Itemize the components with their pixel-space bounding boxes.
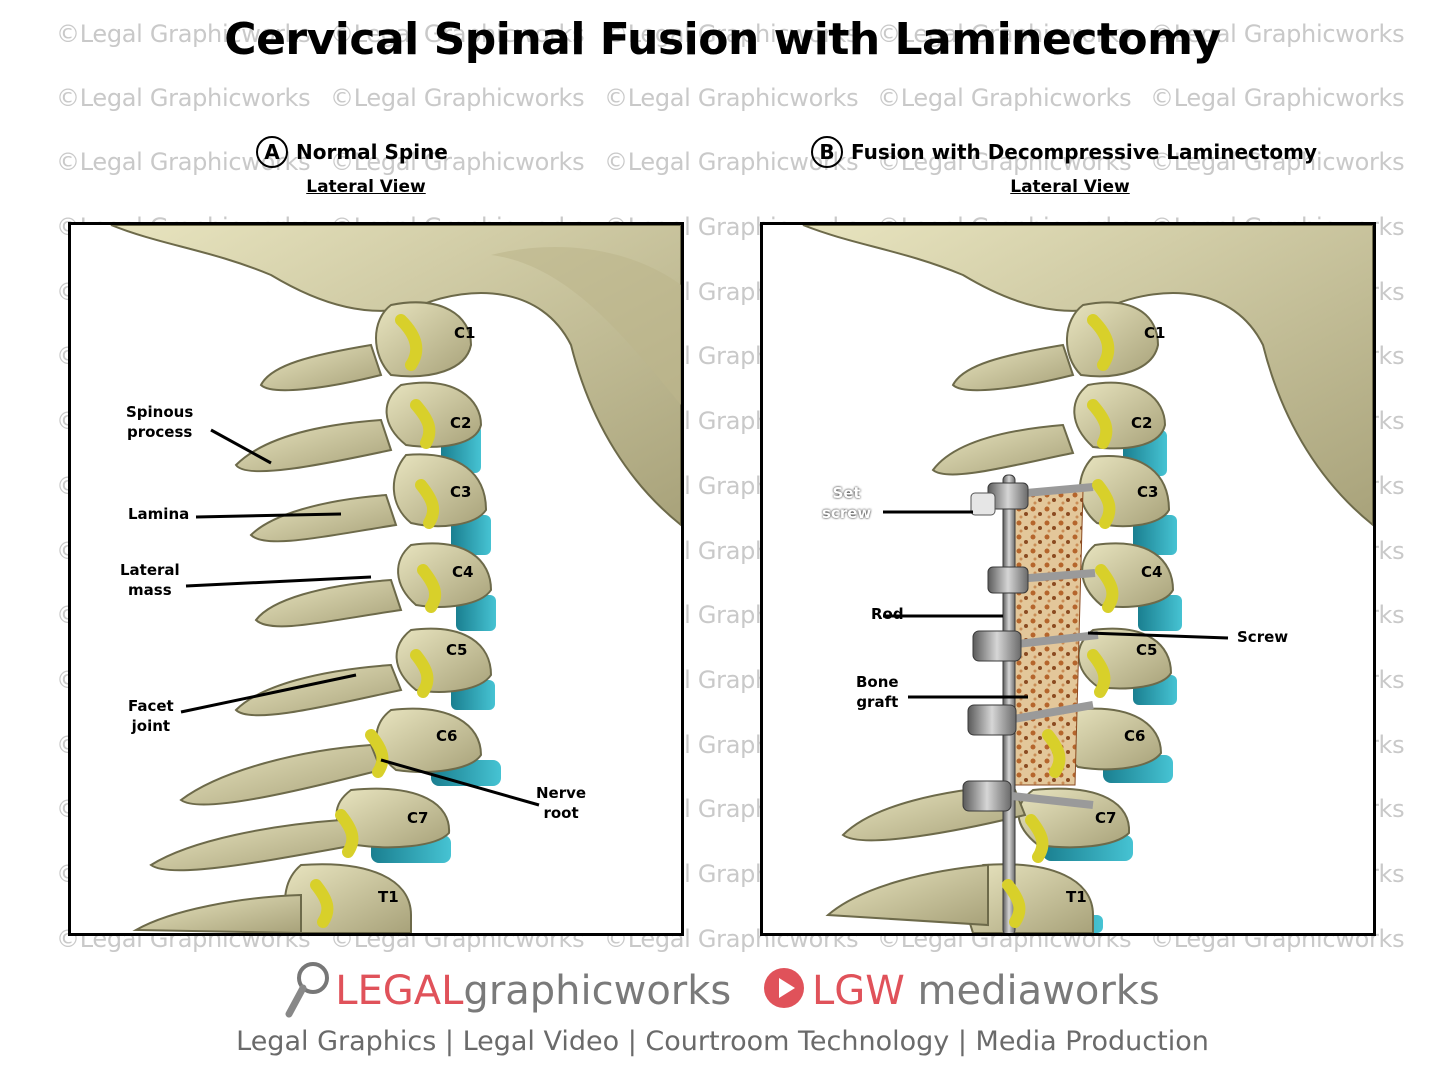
vertebra-label-t1: T1: [378, 888, 399, 906]
panel-b-letter-badge: B: [811, 136, 843, 168]
panel-a-title: Normal Spine: [296, 140, 448, 164]
label-bone-graft: Bone graft: [856, 673, 899, 711]
brand-lgw: LGW: [811, 968, 905, 1014]
vertebra-label-c6-b: C6: [1124, 727, 1146, 745]
watermark-text: ©Legal Graphicworks: [877, 84, 1132, 112]
vertebra-label-c7-b: C7: [1095, 809, 1117, 827]
vertebra-label-c2: C2: [450, 414, 472, 432]
panel-b-heading: B Fusion with Decompressive Laminectomy: [811, 136, 1317, 168]
vertebra-label-c3: C3: [450, 483, 472, 501]
panel-a-letter-badge: A: [256, 136, 288, 168]
tagline: Legal Graphics | Legal Video | Courtroom…: [236, 1026, 1209, 1057]
spine-illustration-fusion: [802, 225, 1373, 933]
brand-graphicworks: graphicworks: [463, 968, 732, 1014]
vertebra-label-c4-b: C4: [1141, 563, 1163, 581]
vertebra-label-c6: C6: [436, 727, 458, 745]
vertebra-label-c5-b: C5: [1136, 641, 1158, 659]
brand-legal: LEGAL: [335, 968, 464, 1014]
panel-b-fusion-spine: [760, 222, 1376, 936]
play-icon: [763, 968, 804, 1008]
watermark-text: ©Legal Graphicworks: [1150, 84, 1405, 112]
label-lamina: Lamina: [128, 505, 190, 523]
watermark-text: ©Legal Graphicworks: [330, 84, 585, 112]
panel-a-heading: A Normal Spine: [256, 136, 448, 168]
label-nerve-root: Nerve root: [536, 784, 587, 822]
label-spinous-process: Spinous process: [126, 403, 194, 441]
spine-illustration-normal: [110, 225, 681, 933]
vertebra-label-t1-b: T1: [1066, 888, 1087, 906]
label-facet-joint: Facet joint: [128, 697, 174, 735]
vertebra-label-c4: C4: [452, 563, 474, 581]
page-title: Cervical Spinal Fusion with Laminectomy: [224, 14, 1221, 65]
vertebra-label-c5: C5: [446, 641, 468, 659]
vertebra-label-c1: C1: [454, 324, 476, 342]
vertebra-label-c2-b: C2: [1131, 414, 1153, 432]
brand-logo-row: LEGALgraphicworks LGW mediaworks: [0, 960, 1445, 1018]
panel-a-normal-spine: [68, 222, 684, 936]
vertebra-label-c7: C7: [407, 809, 429, 827]
panel-b-title: Fusion with Decompressive Laminectomy: [851, 140, 1318, 164]
vertebra-label-c1-b: C1: [1144, 324, 1166, 342]
panel-a-subtitle: Lateral View: [306, 177, 426, 197]
brand-mediaworks: mediaworks: [917, 968, 1160, 1014]
label-screw: Screw: [1237, 628, 1289, 646]
vertebra-label-c3-b: C3: [1137, 483, 1159, 501]
panel-b-subtitle: Lateral View: [1010, 177, 1130, 197]
label-set-screw: Set screw: [822, 484, 872, 522]
label-rod: Rod: [871, 605, 904, 623]
label-lateral-mass: Lateral mass: [120, 561, 180, 599]
watermark-text: ©Legal Graphicworks: [56, 84, 311, 112]
watermark-text: ©Legal Graphicworks: [604, 84, 859, 112]
magnifier-icon: [285, 962, 330, 1018]
